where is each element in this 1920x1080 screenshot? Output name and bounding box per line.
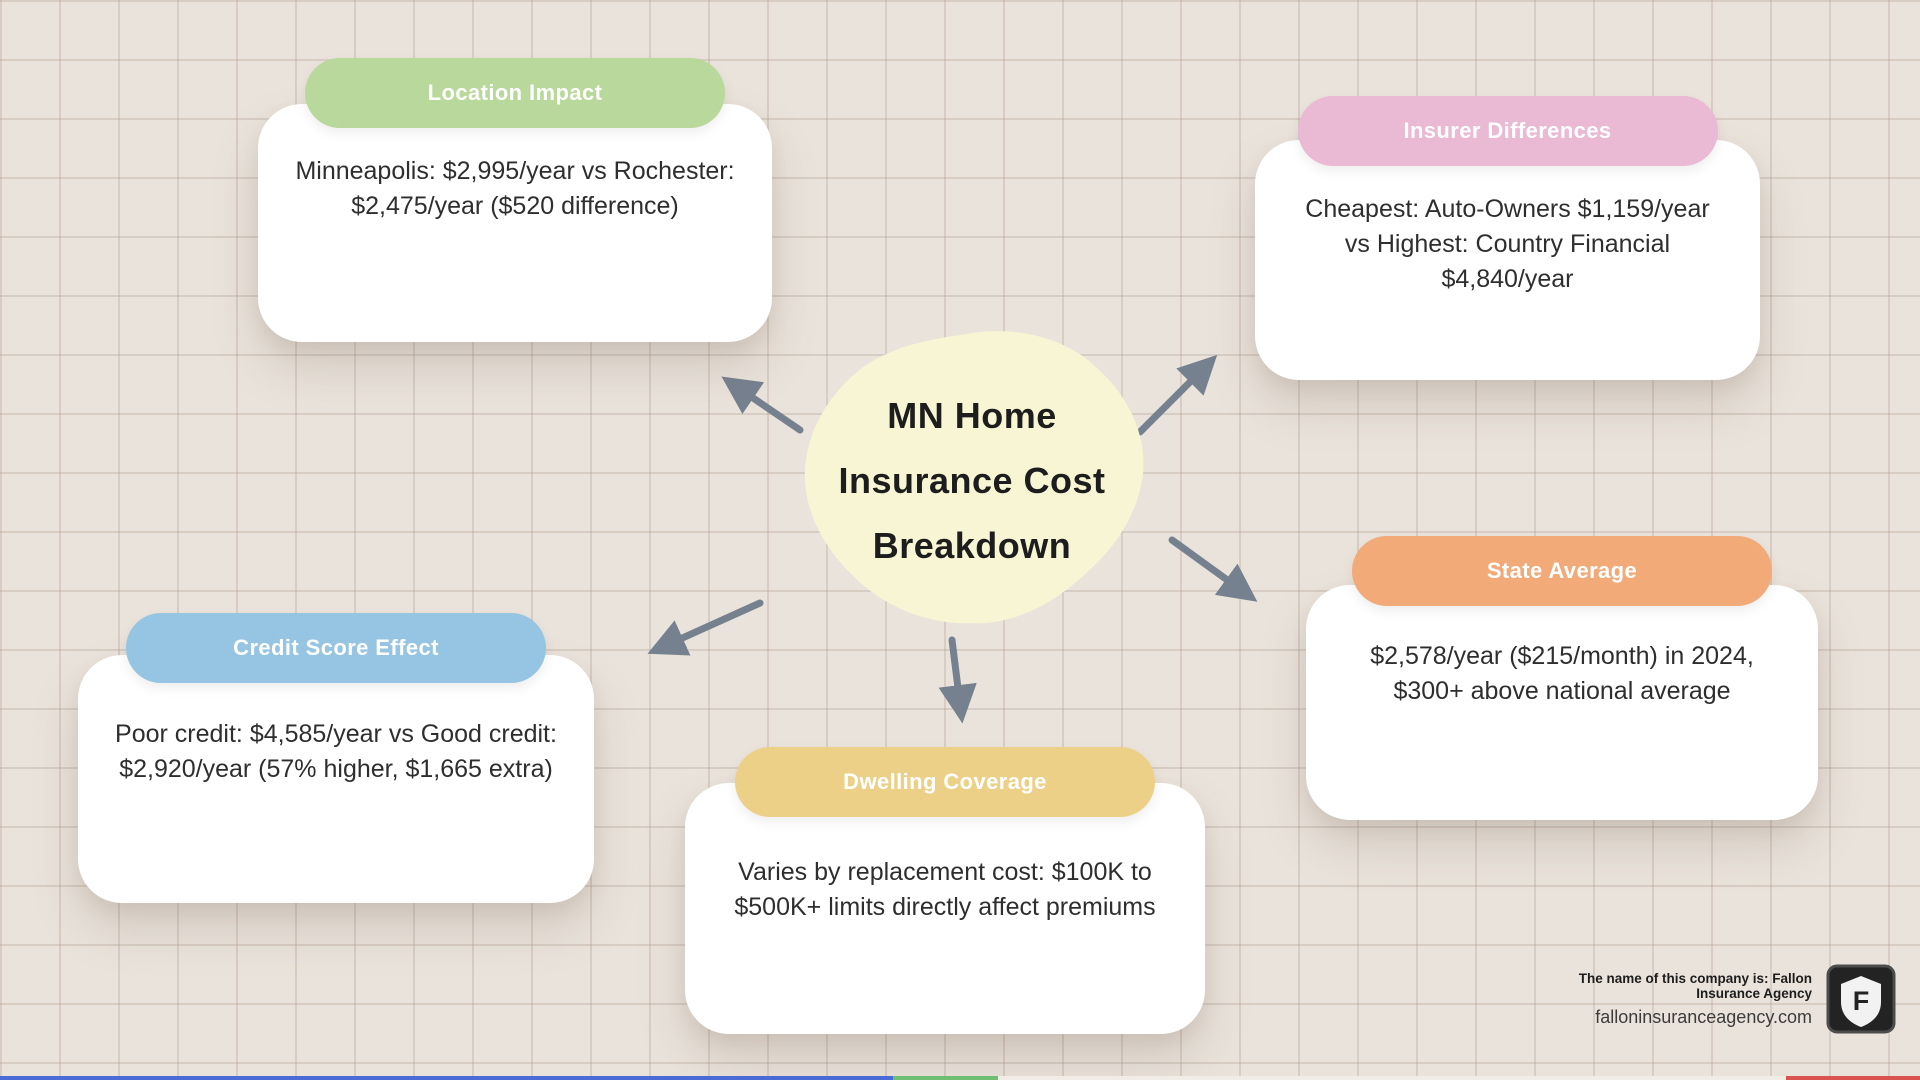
strip-segment-green xyxy=(892,1076,999,1080)
arrow-to-state-icon xyxy=(1168,536,1258,602)
node-location-impact[interactable]: Location Impact Minneapolis: $2,995/year… xyxy=(258,58,772,342)
bottom-edge-strip xyxy=(0,1076,1920,1080)
node-credit-score-effect-header: Credit Score Effect xyxy=(126,613,546,683)
node-state-average-header: State Average xyxy=(1352,536,1772,606)
center-title-line: MN Home xyxy=(887,394,1057,436)
strip-segment-blue xyxy=(0,1076,893,1080)
center-topic-title: MN Home Insurance Cost Breakdown xyxy=(788,324,1156,636)
node-credit-score-effect-body: Poor credit: $4,585/year vs Good credit:… xyxy=(115,720,557,783)
center-title-line: Breakdown xyxy=(872,524,1072,566)
node-state-average[interactable]: State Average $2,578/year ($215/month) i… xyxy=(1306,536,1818,820)
node-insurer-differences-body: Cheapest: Auto-Owners $1,159/year vs Hig… xyxy=(1305,195,1710,293)
shield-icon xyxy=(1841,976,1881,1027)
node-location-impact-header: Location Impact xyxy=(305,58,725,128)
node-location-impact-body: Minneapolis: $2,995/year vs Rochester: $… xyxy=(295,157,735,220)
company-website-link[interactable]: falloninsuranceagency.com xyxy=(1595,1006,1812,1027)
node-insurer-differences[interactable]: Insurer Differences Cheapest: Auto-Owner… xyxy=(1255,96,1760,380)
arrow-to-credit-icon xyxy=(647,599,764,656)
branding-text: The name of this company is: Fallon Insu… xyxy=(1572,971,1812,1028)
logo-letter: F xyxy=(1853,986,1870,1016)
strip-segment-light xyxy=(998,1076,1786,1080)
arrow-to-dwelling-icon xyxy=(938,636,977,724)
center-blob-path xyxy=(804,331,1144,624)
center-blob-shape xyxy=(804,331,1144,624)
center-topic[interactable]: MN Home Insurance Cost Breakdown xyxy=(788,324,1156,636)
branding-footer: The name of this company is: Fallon Insu… xyxy=(1572,964,1896,1034)
node-insurer-differences-header: Insurer Differences xyxy=(1297,96,1718,166)
node-dwelling-coverage-body: Varies by replacement cost: $100K to $50… xyxy=(734,858,1156,921)
strip-segment-red xyxy=(1785,1076,1920,1080)
node-state-average-body: $2,578/year ($215/month) in 2024, $300+ … xyxy=(1370,642,1754,705)
fallon-logo: F xyxy=(1826,964,1896,1034)
center-title-line: Insurance Cost xyxy=(838,459,1106,501)
company-name-note: The name of this company is: Fallon Insu… xyxy=(1578,970,1812,1001)
node-dwelling-coverage[interactable]: Dwelling Coverage Varies by replacement … xyxy=(685,747,1205,1034)
node-credit-score-effect[interactable]: Credit Score Effect Poor credit: $4,585/… xyxy=(78,613,594,903)
node-dwelling-coverage-header: Dwelling Coverage xyxy=(735,747,1155,817)
